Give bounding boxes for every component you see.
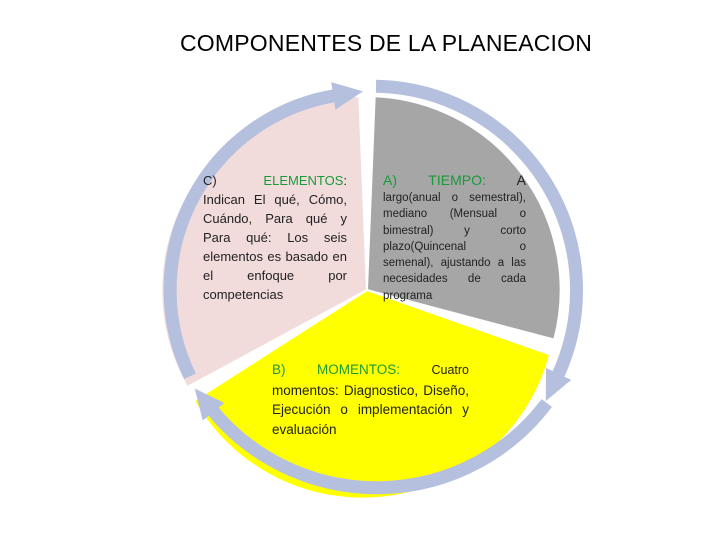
tiempo-heading: A) TIEMPO: A [383, 170, 526, 190]
tiempo-head-rest: A [516, 172, 526, 188]
segment-momentos [192, 288, 552, 500]
elementos-colon: : [343, 173, 347, 188]
elementos-prefix: C) [203, 173, 217, 188]
momentos-text: B) MOMENTOS: Cuatro momentos: Diagnostic… [272, 360, 469, 439]
momentos-label: B) MOMENTOS: [272, 362, 400, 377]
momentos-heading: B) MOMENTOS: Cuatro [272, 360, 469, 381]
page-title: COMPONENTES DE LA PLANEACION [180, 30, 593, 56]
momentos-head-rest: Cuatro [431, 363, 469, 377]
cycle-arrow-bottom [194, 388, 552, 495]
elementos-text: C) ELEMENTOS: Indican El qué, Cómo, Cuán… [203, 171, 347, 304]
elementos-body: Indican El qué, Cómo, Cuándo, Para qué y… [203, 192, 347, 302]
momentos-body: momentos: Diagnostico, Diseño, Ejecución… [272, 382, 469, 437]
tiempo-body: largo(anual o semestral), mediano (Mensu… [383, 192, 526, 302]
tiempo-label: A) TIEMPO: [383, 172, 486, 188]
cycle-arrow-top [163, 82, 363, 380]
cycle-arrow-right [375, 79, 584, 402]
segment-tiempo [365, 95, 562, 341]
elementos-label: ELEMENTOS [263, 173, 344, 188]
elementos-heading: C) ELEMENTOS: [203, 171, 347, 190]
tiempo-text: A) TIEMPO: A largo(anual o semestral), m… [383, 170, 526, 304]
